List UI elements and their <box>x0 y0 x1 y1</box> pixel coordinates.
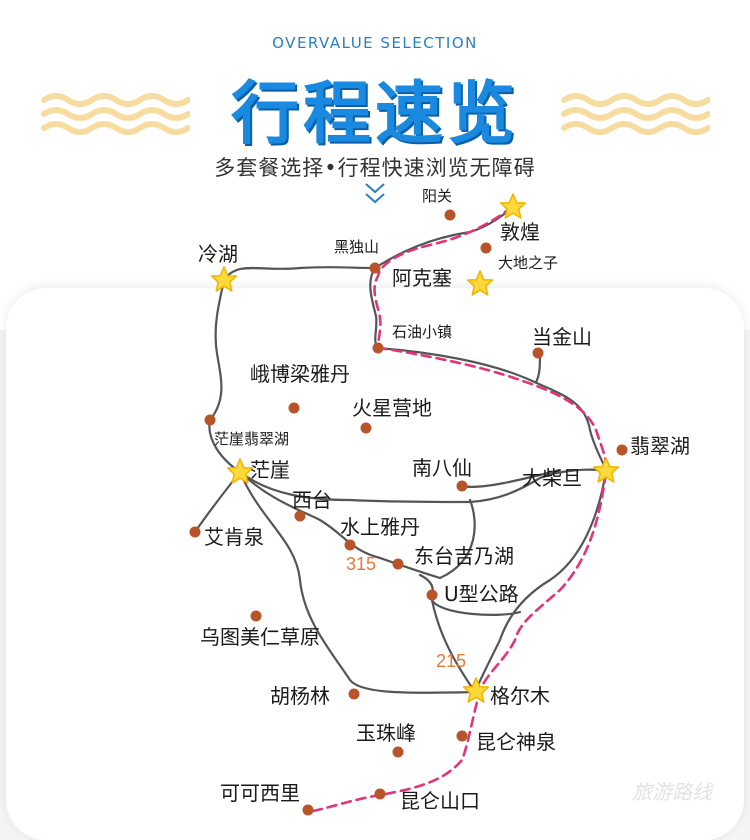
road-u-geermu <box>430 598 477 694</box>
star-icon-dachaidan <box>592 457 620 483</box>
location-dot-heidushan <box>369 262 381 274</box>
label-dadizhizi: 大地之子 <box>498 254 559 272</box>
label-uxing: U型公路 <box>444 582 519 606</box>
location-dot-dadizhizi <box>480 242 492 254</box>
label-ebo: 峨博梁雅丹 <box>250 362 350 386</box>
location-dot-huyanglin <box>348 688 360 700</box>
location-dot-uxing <box>426 589 438 601</box>
location-dot-dangjinshan <box>532 347 544 359</box>
wave-decoration-right <box>561 93 710 135</box>
road-shiyou-dachaidan <box>376 346 608 473</box>
road-ushape <box>438 498 476 580</box>
location-dot-feicuihu <box>616 444 628 456</box>
location-dot-huoxing <box>360 422 372 434</box>
label-nanbaxian: 南八仙 <box>412 456 472 480</box>
location-dot-kunlunshankou <box>374 788 386 800</box>
label-dangjinshan: 当金山 <box>532 325 592 349</box>
label-geermu: 格尔木 <box>490 684 550 708</box>
location-dot-dongtai <box>392 558 404 570</box>
header-subtitle-en: OVERVALUE SELECTION <box>272 34 478 52</box>
label-xitai: 西台 <box>292 488 332 512</box>
road-mangya-south <box>238 470 477 694</box>
road-number-315: 315 <box>346 554 377 574</box>
location-dot-yuzhufeng <box>392 746 404 758</box>
road-heidushan-shiyou <box>369 266 380 350</box>
star-icon-mangya <box>226 458 254 484</box>
label-dunhuang: 敦煌 <box>500 220 540 244</box>
location-dot-nanbaxian <box>456 480 468 492</box>
road-lenghu-heidushan <box>222 266 377 282</box>
label-huyanglin: 胡杨林 <box>270 684 330 708</box>
header-background <box>0 0 750 330</box>
location-dot-kunlunshenquan <box>456 730 468 742</box>
header-tagline: 多套餐选择•行程快速浏览无障碍 <box>214 156 536 180</box>
label-kunlunshenquan: 昆仑神泉 <box>476 730 556 754</box>
featured-route <box>306 205 608 814</box>
wave-decoration-left <box>41 93 190 135</box>
map-panel <box>6 288 744 840</box>
label-lenghu: 冷湖 <box>198 242 238 266</box>
location-dot-aiken <box>189 526 201 538</box>
label-feicuihu: 翡翠湖 <box>630 434 690 458</box>
label-shiyouxiaozhen: 石油小镇 <box>392 323 453 341</box>
location-dot-wutu <box>250 610 262 622</box>
label-kunlunshankou: 昆仑山口 <box>400 789 480 813</box>
road-nanbaxian <box>460 468 562 488</box>
star-icon-lenghu <box>210 266 238 292</box>
label-dachaidan: 大柴旦 <box>522 466 582 490</box>
location-dot-yangguan <box>444 209 456 221</box>
label-huoxing: 火星营地 <box>352 396 432 420</box>
location-dot-ebo <box>288 402 300 414</box>
location-dots <box>189 209 628 816</box>
page-title: 行程速览 <box>230 75 519 154</box>
label-mangya: 茫崖 <box>250 458 290 482</box>
watermark: 旅游路线 <box>632 780 712 804</box>
label-dongtai: 东台吉乃湖 <box>414 544 514 568</box>
road-mangya-dachaidan <box>238 468 608 504</box>
label-mangyafeicui: 茫崖翡翠湖 <box>214 430 290 448</box>
label-heidushan: 黑独山 <box>334 238 380 256</box>
star-icon-dunhuang <box>499 193 527 219</box>
road-mangya-xitai <box>238 470 442 580</box>
label-shuishang: 水上雅丹 <box>340 515 420 539</box>
road-dachaidan-geermu <box>473 469 608 694</box>
label-akesai: 阿克塞 <box>392 266 452 290</box>
label-kekexili: 可可西里 <box>220 781 300 805</box>
label-yangguan: 阳关 <box>422 187 453 205</box>
road-number-215: 215 <box>436 651 467 671</box>
label-yuzhufeng: 玉珠峰 <box>356 721 416 745</box>
location-dot-shuishang <box>344 539 356 551</box>
location-dot-xitai <box>294 510 306 522</box>
label-wutu: 乌图美仁草原 <box>200 625 320 649</box>
road-lenghu-mangya <box>208 278 242 474</box>
location-dot-kekexili <box>302 804 314 816</box>
label-aikenquan: 艾肯泉 <box>204 525 264 549</box>
star-icon-akesai <box>466 270 494 296</box>
double-chevron-down-icon <box>365 183 385 204</box>
location-dot-shiyou <box>372 342 384 354</box>
star-icon-geermu <box>462 677 490 703</box>
location-dot-mangyafeicui <box>204 414 216 426</box>
